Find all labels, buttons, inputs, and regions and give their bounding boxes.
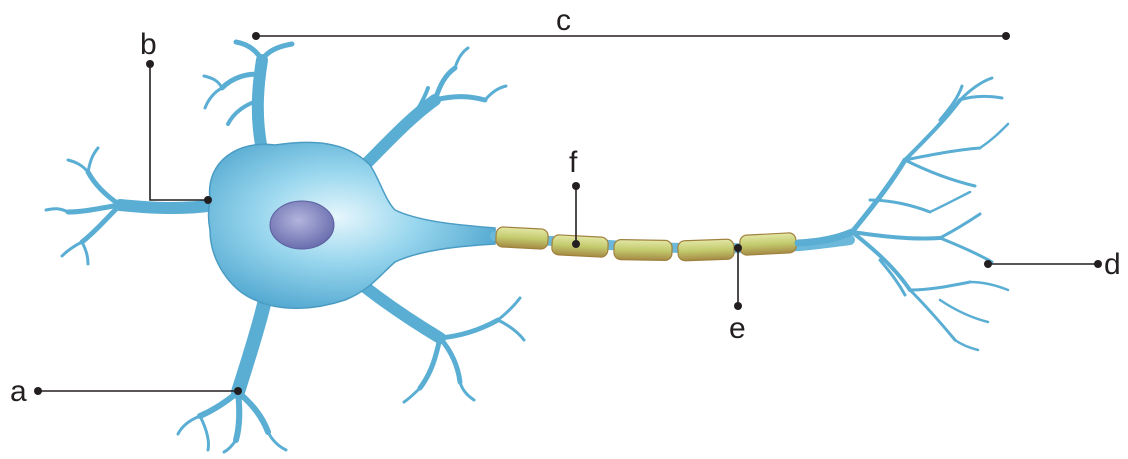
label-b: b [140,28,157,61]
axon-terminals [798,78,1008,350]
leader-b-start [146,60,154,68]
myelin-segment [678,239,735,261]
leader-a-end [234,387,242,395]
leader-d-start [984,260,992,268]
label-f: f [569,146,578,179]
myelin-segment [614,239,672,260]
label-e: e [729,312,746,345]
myelin-segment [496,227,549,250]
leader-c-end [1002,32,1010,40]
label-a: a [10,375,27,408]
label-d: d [1104,248,1121,281]
leader-c-start [252,32,260,40]
leader-f-end [572,240,580,248]
myelin-sheath [496,227,797,261]
leader-b-end [204,196,212,204]
nucleus [270,201,334,249]
cell-body [209,142,496,308]
leader-e-end [734,302,742,310]
leader-a-start [34,387,42,395]
leader-e-start [734,244,742,252]
myelin-segment [552,235,609,258]
leader-b [150,64,208,200]
label-leaders [34,32,1102,395]
myelin-segment [740,233,797,256]
leader-d-end [1094,260,1102,268]
label-c: c [556,4,571,37]
leader-f-start [572,182,580,190]
